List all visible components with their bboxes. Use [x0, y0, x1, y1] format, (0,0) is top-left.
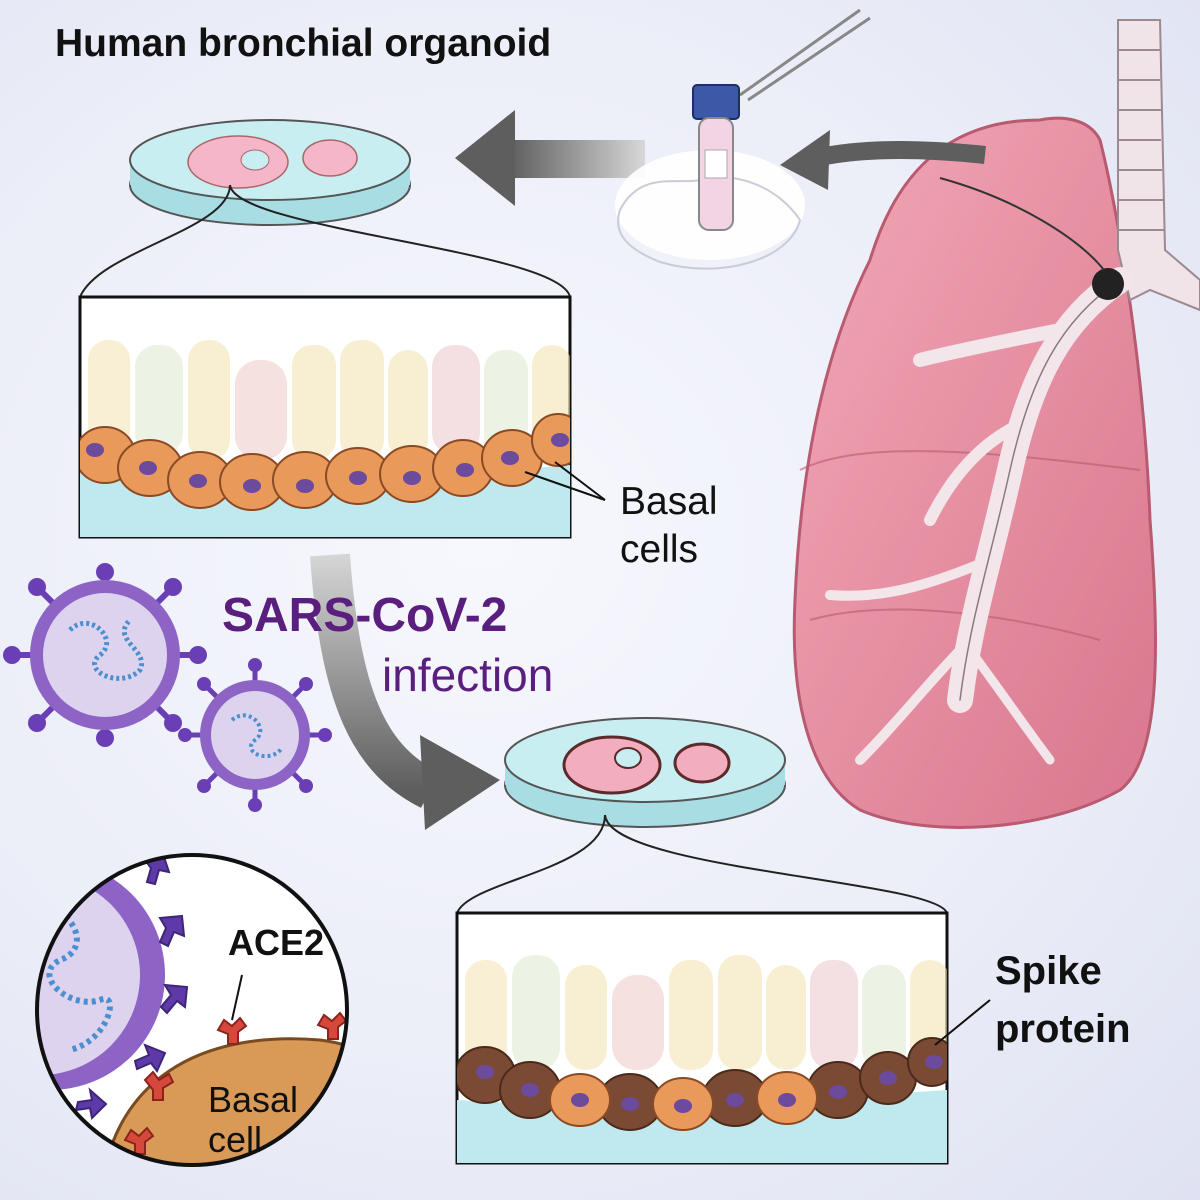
infection-label: infection	[382, 649, 554, 701]
petri-dish-top	[79, 119, 571, 298]
basal-cells-label: Basal cells	[620, 480, 718, 571]
basal-cell-label: Basal cell	[208, 1079, 299, 1160]
petri-dish-bottom	[456, 717, 948, 914]
diagram-title: Human bronchial organoid	[55, 22, 552, 65]
biopsy-site-marker	[1092, 268, 1124, 300]
arrow-infection	[310, 553, 500, 830]
arrow-tube-to-dish	[455, 110, 645, 206]
tissue-panel-healthy	[78, 295, 606, 539]
arrow-lung-to-tube	[780, 130, 986, 190]
lung-icon	[792, 19, 1200, 829]
ace2-label: ACE2	[228, 922, 325, 963]
coronavirus-icon-large	[3, 563, 207, 747]
sample-tube-icon	[615, 8, 871, 270]
ace2-receptor-icon	[123, 1011, 347, 1155]
virus-name-label: SARS-CoV-2	[222, 589, 508, 642]
tissue-panel-infected	[455, 911, 991, 1165]
magnified-view	[35, 853, 349, 1167]
coronavirus-icon-small	[178, 658, 332, 812]
spike-protein-label: Spike protein	[995, 949, 1131, 1051]
